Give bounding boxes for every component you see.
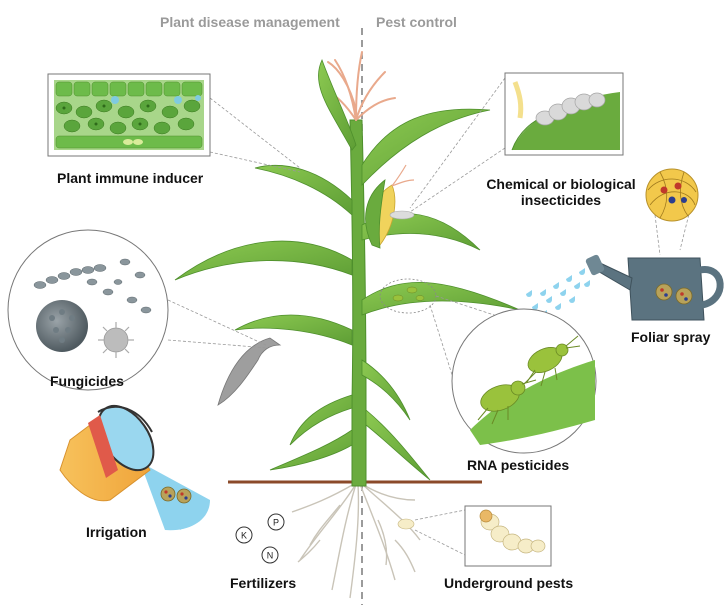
underground-pests-image <box>464 505 552 567</box>
leaves-left <box>174 58 357 471</box>
diseased-leaf <box>217 337 282 406</box>
label-insecticides-line2: insecticides <box>520 192 602 208</box>
aphids-on-plant <box>392 286 425 302</box>
foliar-spray-image <box>526 168 724 321</box>
label-rna-pesticides: RNA pesticides <box>467 457 570 473</box>
svg-text:K: K <box>241 531 247 541</box>
rna-pesticides-image <box>451 308 597 454</box>
roots <box>291 483 421 599</box>
label-underground-pests: Underground pests <box>444 575 574 591</box>
nutrient-k: K <box>235 526 253 544</box>
irrigation-image <box>59 404 210 531</box>
label-irrigation: Irrigation <box>86 524 147 540</box>
label-insecticides-line1: Chemical or biological <box>486 176 636 192</box>
nutrient-p: P <box>267 513 285 531</box>
immune-inducer-image <box>47 73 211 157</box>
label-fertilizers: Fertilizers <box>230 575 297 591</box>
svg-text:N: N <box>267 551 274 561</box>
header-pest-control: Pest control <box>376 14 457 30</box>
grub-on-root <box>397 518 415 530</box>
label-foliar-spray: Foliar spray <box>631 329 711 345</box>
label-fungicides: Fungicides <box>50 373 124 389</box>
nutrient-n: N <box>261 546 279 564</box>
label-plant-immune-inducer: Plant immune inducer <box>57 170 204 186</box>
corn-ear <box>365 164 415 249</box>
svg-text:P: P <box>273 518 279 528</box>
label-insecticides: Chemical or biological insecticides <box>480 176 642 208</box>
insecticides-image <box>504 72 624 156</box>
header-plant-disease-management: Plant disease management <box>160 14 340 30</box>
larva-on-plant <box>389 210 415 220</box>
fungicides-image <box>7 229 169 391</box>
